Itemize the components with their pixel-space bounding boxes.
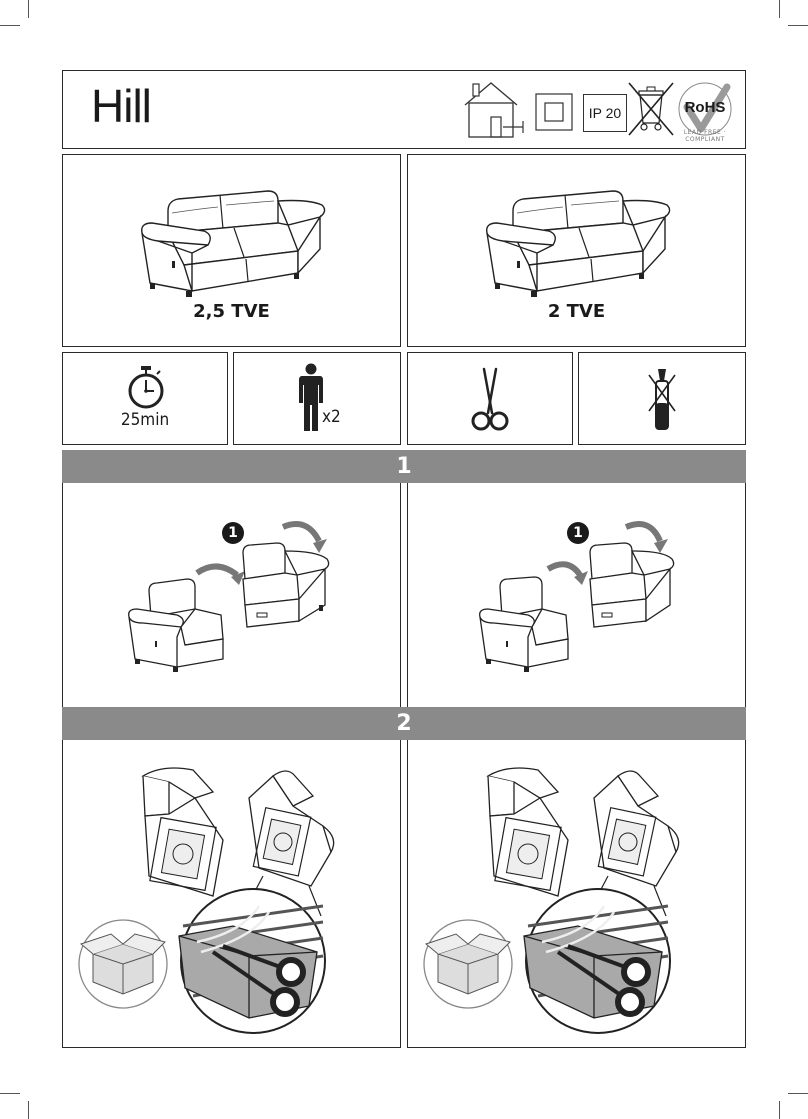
step2-panel-left [62,740,401,1048]
crop-mark [0,1093,20,1094]
people-count: x2 [322,407,341,427]
step-number: 2 [396,711,412,736]
crop-mark [779,1101,780,1119]
person-icon [299,363,323,431]
sofa-illustration [486,190,671,297]
scissors-panel [407,352,573,445]
step1-panel-left: 1 [62,483,401,708]
model-panel-left: 2,5 TVE [62,154,401,347]
step-header: 1 [62,450,746,483]
step-marker-label: 1 [573,525,583,541]
step-marker-label: 1 [228,525,238,541]
step-header: 2 [62,707,746,740]
crop-mark [28,0,29,18]
ip-rating-badge: IP 20 [583,94,627,132]
crop-mark [788,25,808,26]
rohs-check-icon [678,82,732,136]
scissors-icon [471,367,509,431]
step1-panel-right: 1 [407,483,746,708]
rohs-ring-text: LEAD FREE · COMPLIANT [683,129,727,143]
rohs-label: RoHS [684,99,726,116]
step2-panel-right [407,740,746,1048]
crop-mark [788,1093,808,1094]
model-name: 2 TVE [547,301,606,322]
unpacking-illustration [423,767,680,1034]
time-panel: 25min [62,352,228,445]
model-name: 2,5 TVE [193,301,270,322]
step-number: 1 [396,454,412,479]
crop-mark [28,1101,29,1119]
double-insulation-icon [535,93,573,131]
crop-mark [779,0,780,18]
step-marker: 1 [222,522,244,544]
model-panel-right: 2 TVE [407,154,746,347]
weee-crossed-bin-icon [628,82,674,136]
indoor-use-house-icon [464,82,524,138]
people-panel: x2 [233,352,401,445]
sofa-illustration [141,190,326,297]
step-marker: 1 [567,522,589,544]
unpacking-illustration [78,767,335,1034]
header-box: Hill IP 20 RoHS LEAD FREE · COMPLIANT [62,70,746,149]
product-title: Hill [91,80,152,132]
no-cutter-panel [578,352,746,445]
stopwatch-icon [128,366,164,409]
no-box-cutter-icon [648,369,676,430]
crop-mark [0,25,20,26]
armchair-modules-illustration [128,521,330,672]
assembly-time: 25min [120,410,170,430]
armchair-modules-illustration [479,521,675,672]
rohs-badge: RoHS LEAD FREE · COMPLIANT [677,79,733,143]
